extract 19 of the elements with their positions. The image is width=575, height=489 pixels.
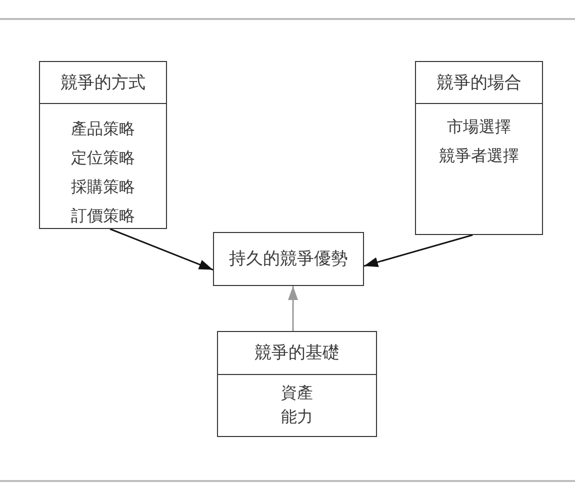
list-item: 能力 bbox=[281, 408, 313, 428]
box-heading: 競爭的基礎 bbox=[218, 332, 376, 375]
arrow bbox=[110, 228, 214, 270]
box-heading: 競爭的場合 bbox=[416, 62, 542, 104]
compartment-box bbox=[39, 61, 167, 229]
arrow bbox=[288, 286, 298, 331]
list-item: 產品策略 bbox=[71, 120, 135, 140]
list-item: 定位策略 bbox=[71, 149, 135, 169]
list-item: 競爭者選擇 bbox=[439, 147, 519, 167]
list-item: 訂價策略 bbox=[71, 207, 135, 227]
list-item: 資產 bbox=[281, 384, 313, 404]
process-box bbox=[213, 232, 364, 286]
list-item: 採購策略 bbox=[71, 178, 135, 198]
compartment-box bbox=[217, 331, 377, 437]
arrow bbox=[364, 234, 473, 267]
box-heading: 競爭的方式 bbox=[40, 62, 166, 104]
compartment-box bbox=[415, 61, 543, 235]
list-item: 市場選擇 bbox=[447, 118, 511, 138]
box-label: 持久的競爭優勢 bbox=[229, 248, 348, 270]
